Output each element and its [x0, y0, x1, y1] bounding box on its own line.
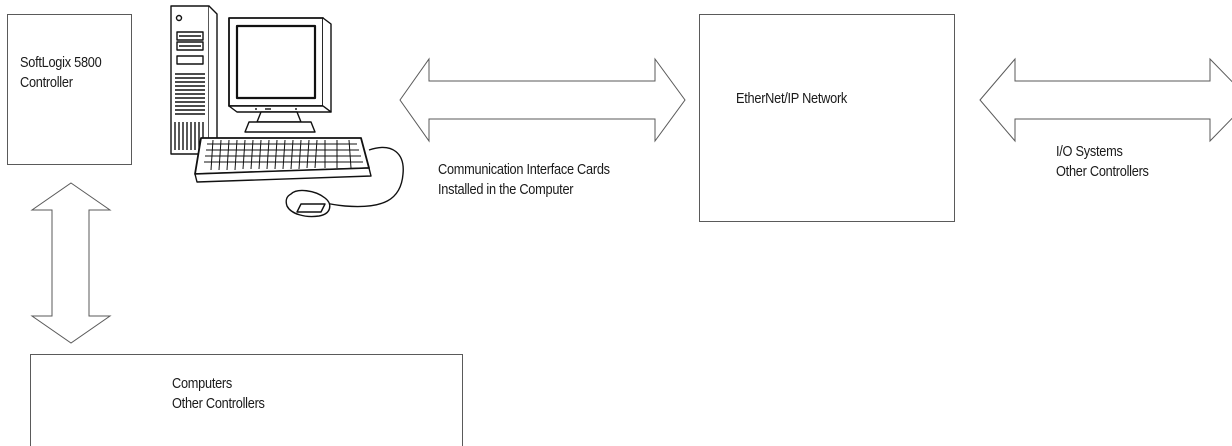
- computer-network-double-arrow-icon: [399, 57, 686, 143]
- io-systems-label-line2: Other Controllers: [1056, 164, 1149, 180]
- computers-controllers-label-line2: Other Controllers: [172, 396, 265, 412]
- softlogix-controller-label: SoftLogix 5800 Controller: [20, 53, 102, 93]
- softlogix-controller-box: [7, 14, 132, 165]
- ethernet-ip-network-label: EtherNet/IP Network: [736, 91, 848, 107]
- softlogix-controller-label-line2: Controller: [20, 75, 73, 91]
- ethernet-ip-network-box: [699, 14, 955, 222]
- softlogix-controller-label-line1: SoftLogix 5800: [20, 55, 102, 71]
- network-io-double-arrow-icon: [979, 57, 1232, 143]
- computers-controllers-label-line1: Computers: [172, 376, 233, 392]
- computer-workstation-icon: [170, 5, 404, 218]
- io-systems-label: I/O Systems Other Controllers: [1056, 142, 1149, 182]
- vertical-double-arrow-icon: [30, 182, 112, 344]
- communication-interface-label-line1: Communication Interface Cards: [438, 162, 610, 178]
- communication-interface-label: Communication Interface Cards Installed …: [438, 160, 610, 200]
- communication-interface-label-line2: Installed in the Computer: [438, 182, 574, 198]
- computers-controllers-box: [30, 354, 463, 446]
- io-systems-label-line1: I/O Systems: [1056, 144, 1123, 160]
- computers-controllers-label: Computers Other Controllers: [172, 374, 265, 414]
